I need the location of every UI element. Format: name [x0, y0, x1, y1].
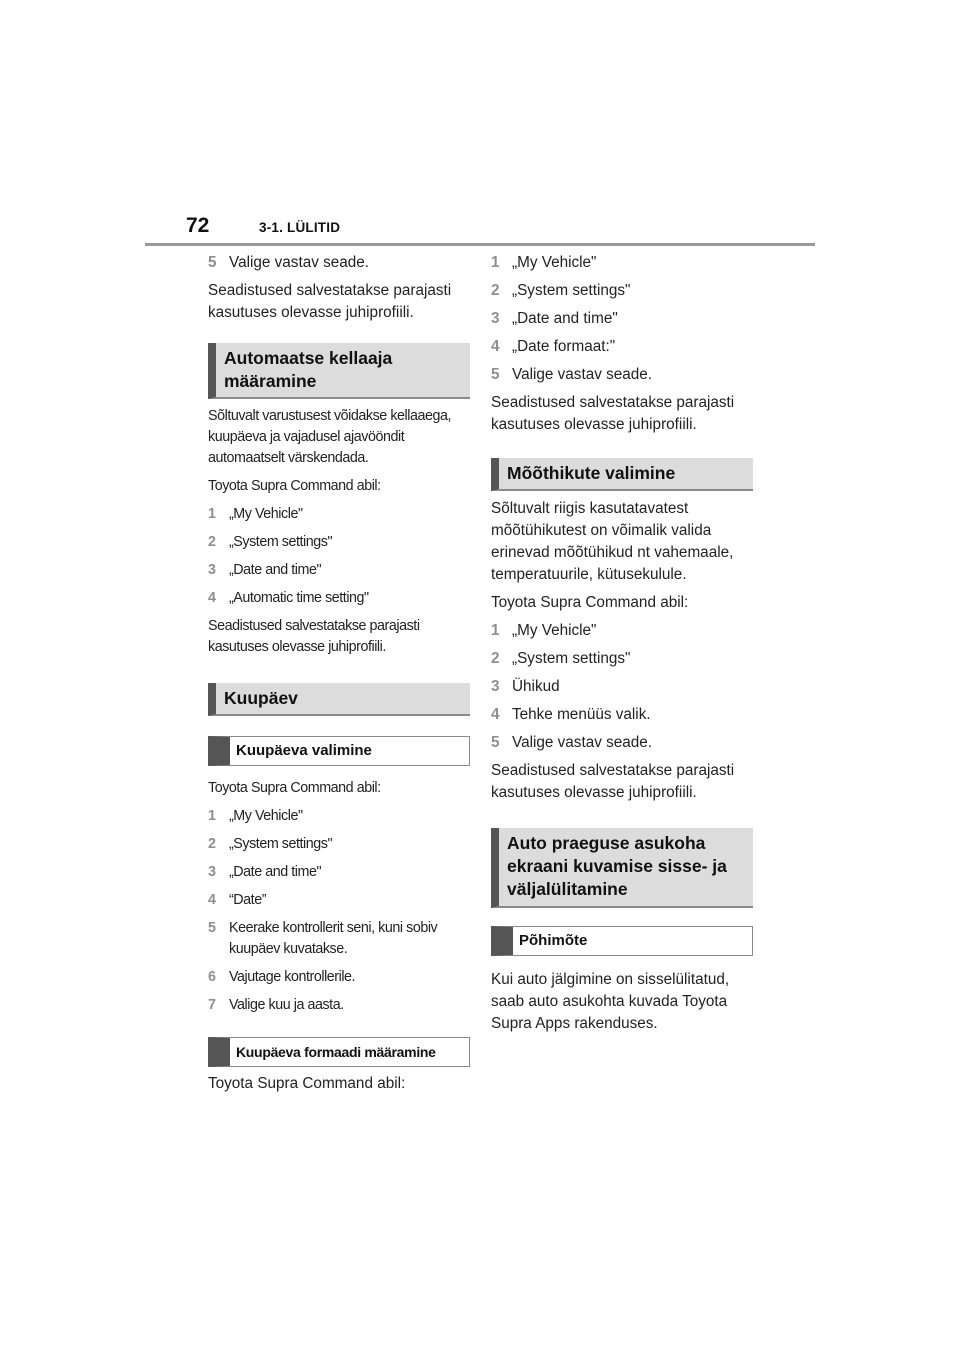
step-number: 5	[208, 920, 216, 936]
step-item: 2 „System settings"	[491, 648, 753, 670]
format-steps: 1 „My Vehicle" 2 „System settings" 3 „Date …	[491, 252, 753, 386]
step-text: „My Vehicle"	[512, 622, 597, 639]
step-item: 4 “Date”	[208, 890, 470, 911]
step-number: 3	[491, 678, 500, 695]
step-number: 5	[208, 254, 217, 271]
subheading-principle: Põhimõte	[491, 926, 753, 956]
page-number: 72	[186, 214, 210, 237]
step-item: 4 „Date formaat:"	[491, 336, 753, 358]
section-heading-auto-time: Automaatse kellaaja määramine	[208, 343, 470, 399]
step-text: „System settings"	[229, 836, 333, 852]
step-text: Valige kuu ja aasta.	[229, 997, 344, 1013]
location-text: Kui auto jälgimine on sisselülitatud, sa…	[491, 971, 730, 1032]
saved-note: Seadistused salvestatakse parajasti kasu…	[491, 394, 735, 433]
auto-time-body: Sõltuvalt varustusest võidakse kellaaega…	[208, 406, 470, 658]
step-number: 3	[208, 864, 216, 880]
command-lead: Toyota Supra Command abil:	[208, 478, 381, 494]
step-item: 1 „My Vehicle"	[208, 504, 470, 525]
step-item: 2 „System settings"	[491, 280, 753, 302]
step-number: 2	[491, 282, 500, 299]
step-text: „My Vehicle"	[229, 506, 303, 522]
step-text: Ühikud	[512, 678, 560, 695]
command-lead: Toyota Supra Command abil:	[208, 780, 381, 796]
left-column: 5 Valige vastav seade. Seadistused salve…	[208, 252, 470, 1101]
step-item: 1 „My Vehicle"	[491, 620, 753, 642]
step-item: 4 „Automatic time setting"	[208, 588, 470, 609]
step-number: 5	[491, 734, 500, 751]
date-steps: 1 „My Vehicle" 2 „System settings" 3 „Date …	[208, 806, 470, 1016]
step-text: „My Vehicle"	[229, 808, 303, 824]
step-item: 5 Valige vastav seade.	[491, 364, 753, 386]
step-item: 3 „Date and time"	[491, 308, 753, 330]
step-number: 1	[208, 808, 216, 824]
step-text: Valige vastav seade.	[512, 734, 653, 751]
saved-note: Seadistused salvestatakse parajasti kasu…	[491, 762, 735, 801]
step-text: Tehke menüüs valik.	[512, 706, 651, 723]
step-item: 3 „Date and time"	[208, 560, 470, 581]
units-steps: 1 „My Vehicle" 2 „System settings" 3 Ühikud…	[491, 620, 753, 754]
section-heading-location: Auto praeguse asukoha ekraani kuvamise s…	[491, 828, 753, 908]
step-item: 5 Keerake kontrollerit seni, kuni sobiv k…	[208, 918, 470, 960]
step-text: “Date”	[229, 892, 267, 908]
step-number: 4	[208, 892, 216, 908]
section-heading-date: Kuupäev	[208, 683, 470, 716]
step-number: 7	[208, 997, 216, 1013]
step-text: „My Vehicle"	[512, 254, 597, 271]
section-heading-units: Mõõthikute valimine	[491, 458, 753, 491]
step-text: „Date and time"	[229, 864, 322, 880]
step-item: 5 Valige vastav seade.	[208, 252, 470, 274]
saved-note: Seadistused salvestatakse parajasti kasu…	[208, 618, 420, 655]
step-number: 1	[208, 506, 216, 522]
step-item: 4 Tehke menüüs valik.	[491, 704, 753, 726]
step-text: „Date and time"	[229, 562, 322, 578]
command-lead: Toyota Supra Command abil:	[208, 1075, 406, 1092]
step-text: „System settings"	[512, 282, 631, 299]
step-number: 3	[208, 562, 216, 578]
step-text: „Automatic time setting"	[229, 590, 369, 606]
step-item: 3 „Date and time"	[208, 862, 470, 883]
header-rule	[145, 243, 815, 246]
step-number: 4	[208, 590, 216, 606]
step-number: 5	[491, 366, 500, 383]
command-lead: Toyota Supra Command abil:	[491, 594, 689, 611]
chapter-title: 3-1. LÜLITID	[259, 220, 341, 235]
subheading-date-select: Kuupäeva valimine	[208, 736, 470, 766]
step-number: 1	[491, 622, 500, 639]
auto-time-steps: 1 „My Vehicle" 2 „System settings" 3 „Date …	[208, 504, 470, 609]
step-number: 2	[208, 836, 216, 852]
step-item: 7 Valige kuu ja aasta.	[208, 995, 470, 1016]
step-number: 2	[208, 534, 216, 550]
step-number: 2	[491, 650, 500, 667]
right-column: 1 „My Vehicle" 2 „System settings" 3 „Date …	[491, 252, 753, 1041]
saved-note: Seadistused salvestatakse parajasti kasu…	[208, 282, 452, 321]
step-text: „System settings"	[229, 534, 333, 550]
step-number: 3	[491, 310, 500, 327]
step-text: Valige vastav seade.	[512, 366, 653, 383]
step-number: 4	[491, 338, 500, 355]
step-text: „Date formaat:"	[512, 338, 616, 355]
step-number: 6	[208, 969, 216, 985]
step-item: 2 „System settings"	[208, 834, 470, 855]
step-item: 5 Valige vastav seade.	[491, 732, 753, 754]
step-text: Vajutage kontrollerile.	[229, 969, 356, 985]
step-item: 6 Vajutage kontrollerile.	[208, 967, 470, 988]
step-text: „Date and time"	[512, 310, 618, 327]
step-text: „System settings"	[512, 650, 631, 667]
step-item: 1 „My Vehicle"	[208, 806, 470, 827]
step-text: Keerake kontrollerit seni, kuni sobiv ku…	[229, 920, 438, 957]
units-intro: Sõltuvalt riigis kasutatavatest mõõtühik…	[491, 500, 734, 583]
step-item: 2 „System settings"	[208, 532, 470, 553]
auto-time-intro: Sõltuvalt varustusest võidakse kellaaega…	[208, 408, 452, 466]
date-body: Toyota Supra Command abil: 1 „My Vehicle"…	[208, 778, 470, 1016]
step-item: 1 „My Vehicle"	[491, 252, 753, 274]
step-item: 3 Ühikud	[491, 676, 753, 698]
step-number: 4	[491, 706, 500, 723]
subheading-date-format: Kuupäeva formaadi määramine	[208, 1037, 470, 1067]
step-number: 1	[491, 254, 500, 271]
step-text: Valige vastav seade.	[229, 254, 370, 271]
